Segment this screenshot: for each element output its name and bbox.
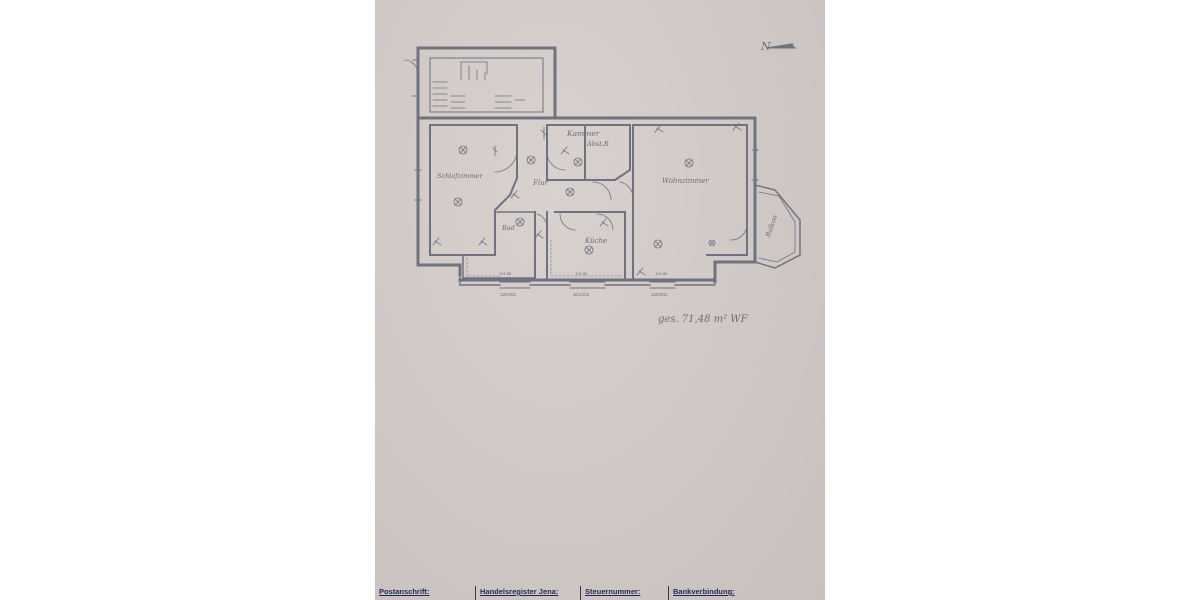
north-arrow-icon <box>766 43 797 49</box>
room-label-schlafzimmer: Schlafzimmer <box>437 172 483 180</box>
outlet-symbols <box>432 122 742 276</box>
scanned-floor-plan-page: N Schlafzimmer Flur Kammer Abst.R Wohnzi… <box>375 0 825 600</box>
outer-walls <box>416 110 757 286</box>
footer-handelsregister: Handelsregister Jena: <box>480 587 559 596</box>
footer-bankverbindung: Bankverbindung: <box>673 587 735 596</box>
lamp-symbols <box>453 145 716 255</box>
interior-walls <box>429 124 748 281</box>
room-label-flur: Flur <box>532 179 549 187</box>
sill-dimension-3: 101 86 <box>655 271 668 276</box>
window-marks <box>414 149 759 289</box>
footer-divider <box>668 586 669 600</box>
sill-dimension-1: 101 86 <box>499 271 512 276</box>
room-label-wohnzimmer: Wohnzimmer <box>662 177 709 185</box>
window-dimension-2: 101/101 <box>573 292 590 297</box>
letterhead-footer: Postanschrift: Handelsregister Jena: Ste… <box>375 586 825 600</box>
floor-plan-drawing: N Schlafzimmer Flur Kammer Abst.R Wohnzi… <box>404 40 801 325</box>
room-label-bad: Bad <box>501 224 515 232</box>
room-label-abstellraum: Abst.R <box>586 140 609 148</box>
door-swings <box>494 149 748 241</box>
bay-window <box>754 184 801 269</box>
footer-postanschrift: Postanschrift: <box>379 587 430 596</box>
room-label-kueche: Küche <box>584 237 607 245</box>
footer-steuernummer: Steuernummer: <box>585 587 641 596</box>
room-label-balkon: Balkon <box>764 214 780 239</box>
room-label-kammer: Kammer <box>566 129 600 138</box>
stair-block <box>404 46 557 120</box>
sill-dimension-2: 101 86 <box>575 271 588 276</box>
footer-divider <box>580 586 581 600</box>
north-label: N <box>760 40 771 53</box>
footer-divider <box>475 586 476 600</box>
window-dimension-3: 126/101 <box>651 292 668 297</box>
window-dimension-1: 126/101 <box>500 292 517 297</box>
total-area-note: ges. 71,48 m² WF <box>658 314 749 325</box>
